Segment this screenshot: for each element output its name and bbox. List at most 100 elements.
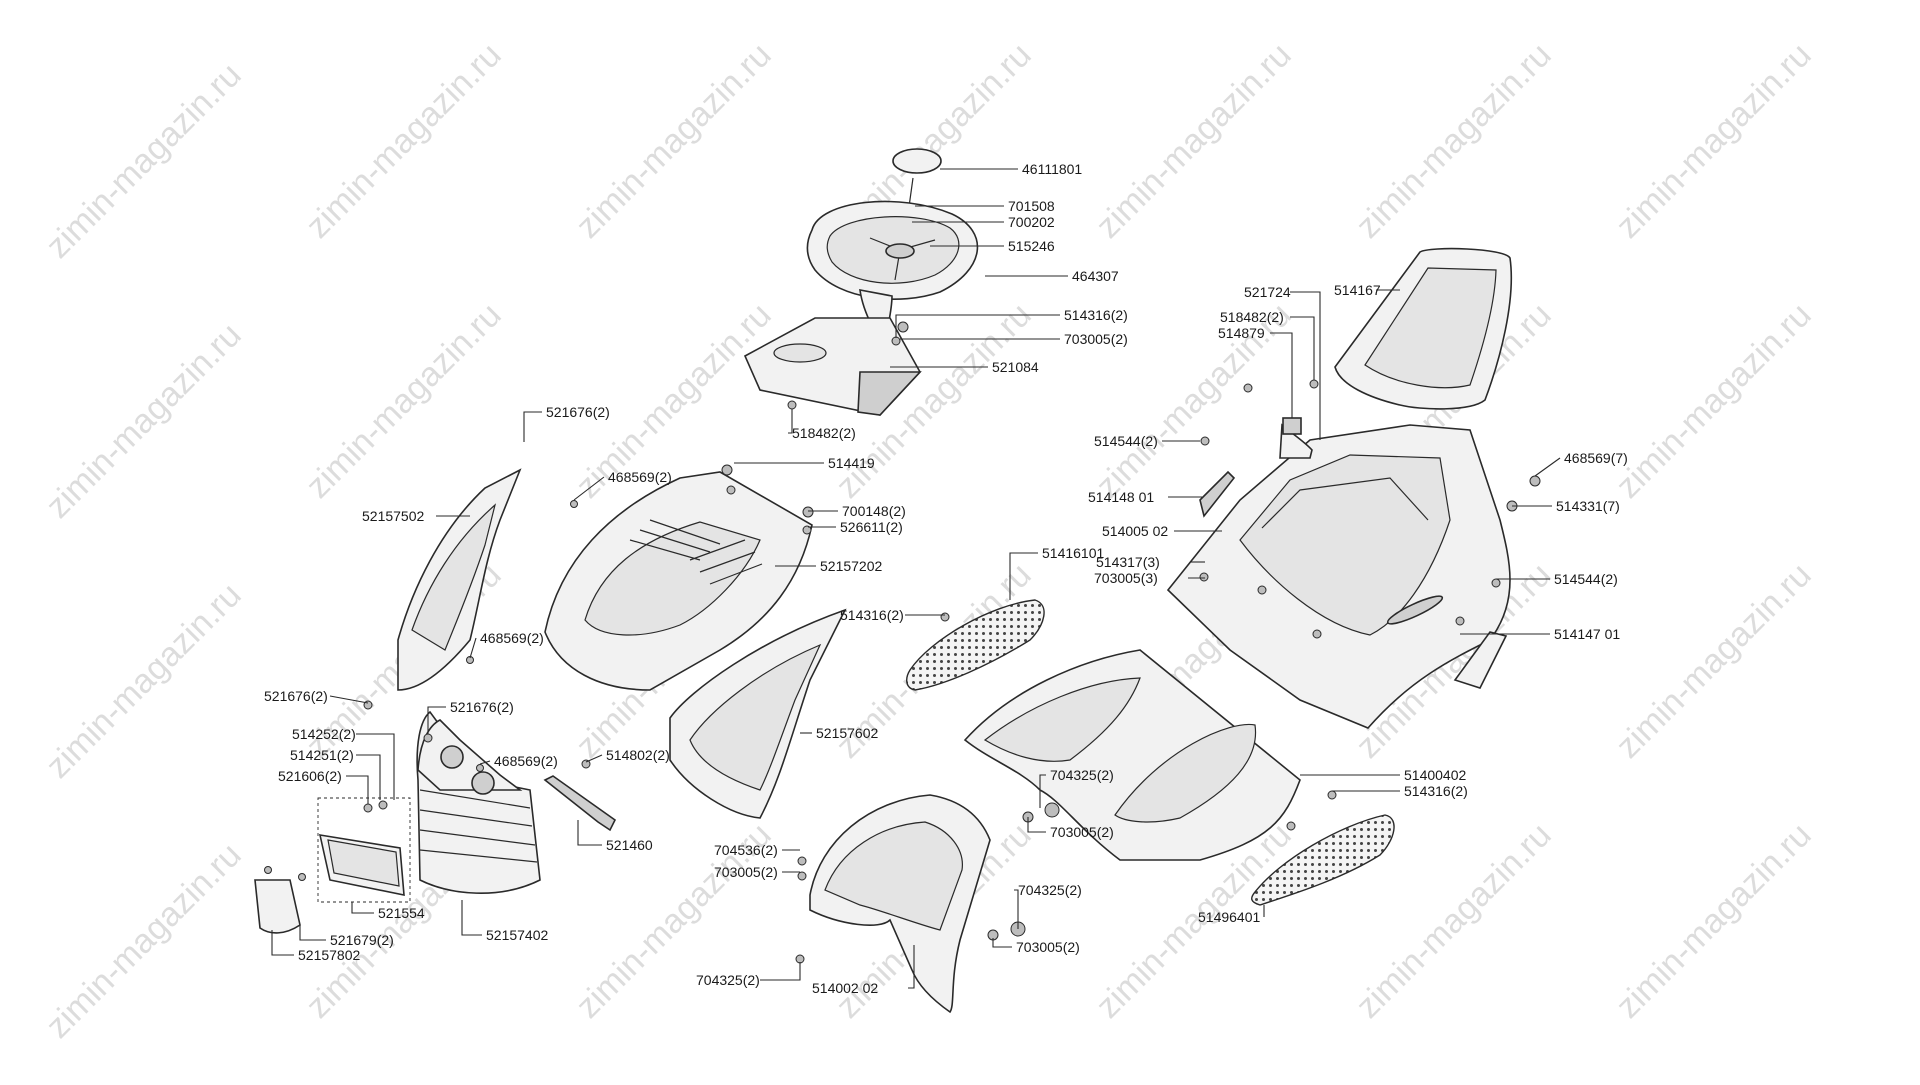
callout: 52157402 — [461, 900, 549, 943]
footrest-mesh-right — [1251, 814, 1395, 906]
callout: 700202 — [912, 214, 1055, 230]
part-number-label: 703005(2) — [1064, 331, 1128, 347]
part-number-label: 514331(7) — [1556, 498, 1620, 514]
callout: 51400402 — [1300, 767, 1467, 783]
leader-line — [577, 820, 602, 846]
part-number-label: 521606(2) — [278, 768, 342, 784]
leader-line — [1270, 332, 1293, 418]
part-number-label: 514544(2) — [1554, 571, 1618, 587]
part-number-label: 514316(2) — [1064, 307, 1128, 323]
leader-line — [1027, 817, 1046, 833]
callout: 51416101 — [1009, 545, 1105, 600]
leader-line — [760, 962, 801, 981]
watermark-text: zimin-magazin.ru — [39, 836, 249, 1046]
callout: 514252(2) — [292, 726, 395, 800]
front-hood — [544, 471, 813, 691]
callout: 514879 — [1218, 325, 1293, 418]
watermark-text: zimin-magazin.ru — [1349, 36, 1559, 246]
watermark-text: zimin-magazin.ru — [299, 296, 509, 506]
callout: 514419 — [734, 455, 875, 471]
callout: 521676(2) — [427, 699, 514, 734]
callout: 703005(2) — [992, 938, 1080, 955]
leader-line — [356, 733, 395, 800]
watermark-text: zimin-magazin.ru — [1089, 36, 1299, 246]
callout: 701508 — [915, 198, 1055, 214]
part-number-label: 514251(2) — [290, 747, 354, 763]
callout: 704325(2) — [1039, 767, 1114, 808]
part-number-label: 521084 — [992, 359, 1039, 375]
watermark-text: zimin-magazin.ru — [569, 296, 779, 506]
leader-line — [992, 938, 1012, 948]
part-number-label: 46111801 — [1022, 161, 1082, 177]
watermark-text: zimin-magazin.ru — [569, 36, 779, 246]
leader-line — [1039, 774, 1046, 808]
watermark-text: zimin-magazin.ru — [299, 36, 509, 246]
callout: 703005(2) — [1027, 817, 1114, 840]
part-number-label: 514544(2) — [1094, 433, 1158, 449]
callout: 468569(2) — [573, 469, 672, 501]
callout: 514002 02 — [812, 945, 915, 996]
callout: 521676(2) — [264, 688, 369, 704]
leader-line — [356, 754, 381, 800]
front-grille-assembly — [416, 710, 541, 894]
callout: 514147 01 — [1460, 626, 1620, 642]
part-number-label: 514316(2) — [1404, 783, 1468, 799]
part-number-label: 518482(2) — [1220, 309, 1284, 325]
callout: 521554 — [351, 902, 425, 921]
part-number-label: 52157502 — [362, 508, 425, 524]
watermark-text: zimin-magazin.ru — [39, 576, 249, 786]
part-number-label: 514879 — [1218, 325, 1265, 341]
part-number-label: 468569(7) — [1564, 450, 1628, 466]
callout: 468569(2) — [479, 753, 558, 769]
steering-wheel-cap — [892, 148, 942, 174]
front-fender — [809, 794, 991, 1014]
leader-line — [788, 409, 793, 434]
rear-body — [1166, 424, 1511, 729]
part-number-label: 514167 — [1334, 282, 1381, 298]
callout: 704325(2) — [696, 962, 801, 988]
floor-pan — [963, 649, 1301, 861]
part-number-label: 700202 — [1008, 214, 1055, 230]
seat-bracket — [1279, 417, 1313, 459]
part-number-label: 52157802 — [298, 947, 361, 963]
callout: 514544(2) — [1496, 571, 1618, 587]
part-number-label: 521724 — [1244, 284, 1291, 300]
part-number-label: 521679(2) — [330, 932, 394, 948]
part-number-label: 521554 — [378, 905, 425, 921]
side-rail-left-rear — [1199, 470, 1236, 518]
part-number-label: 52157602 — [816, 725, 879, 741]
part-number-label: 51496401 — [1198, 909, 1261, 925]
leader-line — [1009, 552, 1038, 600]
part-number-label: 52157402 — [486, 927, 549, 943]
callout: 514316(2) — [1332, 783, 1468, 799]
callout: 703005(2) — [900, 331, 1128, 347]
callout: 518482(2) — [788, 409, 856, 441]
callout: 464307 — [985, 268, 1119, 284]
steering-wheel — [806, 200, 979, 327]
leader-line — [346, 775, 369, 804]
part-number-label: 515246 — [1008, 238, 1055, 254]
part-number-label: 521676(2) — [450, 699, 514, 715]
callout: 518482(2) — [1220, 309, 1315, 380]
watermark-text: zimin-magazin.ru — [1609, 816, 1819, 1026]
callout: 521679(2) — [299, 925, 394, 948]
part-number-label: 526611(2) — [840, 519, 903, 535]
callout: 514317(3) — [1096, 554, 1205, 570]
part-number-label: 514802(2) — [606, 747, 670, 763]
callout: 52157602 — [800, 725, 879, 741]
part-number-label: 521676(2) — [264, 688, 328, 704]
callout: 468569(7) — [1534, 450, 1628, 477]
side-rail-right-rear — [1453, 631, 1508, 689]
leader-line — [908, 945, 915, 989]
leader-line — [271, 930, 294, 956]
part-number-label: 704536(2) — [714, 842, 778, 858]
callout: 526611(2) — [808, 519, 903, 535]
part-number-label: 52157202 — [820, 558, 883, 574]
callout: 514148 01 — [1088, 489, 1202, 505]
watermark-text: zimin-magazin.ru — [39, 56, 249, 266]
part-number-label: 514148 01 — [1088, 489, 1154, 505]
callout: 514251(2) — [290, 747, 381, 800]
dashboard-console — [743, 317, 922, 416]
